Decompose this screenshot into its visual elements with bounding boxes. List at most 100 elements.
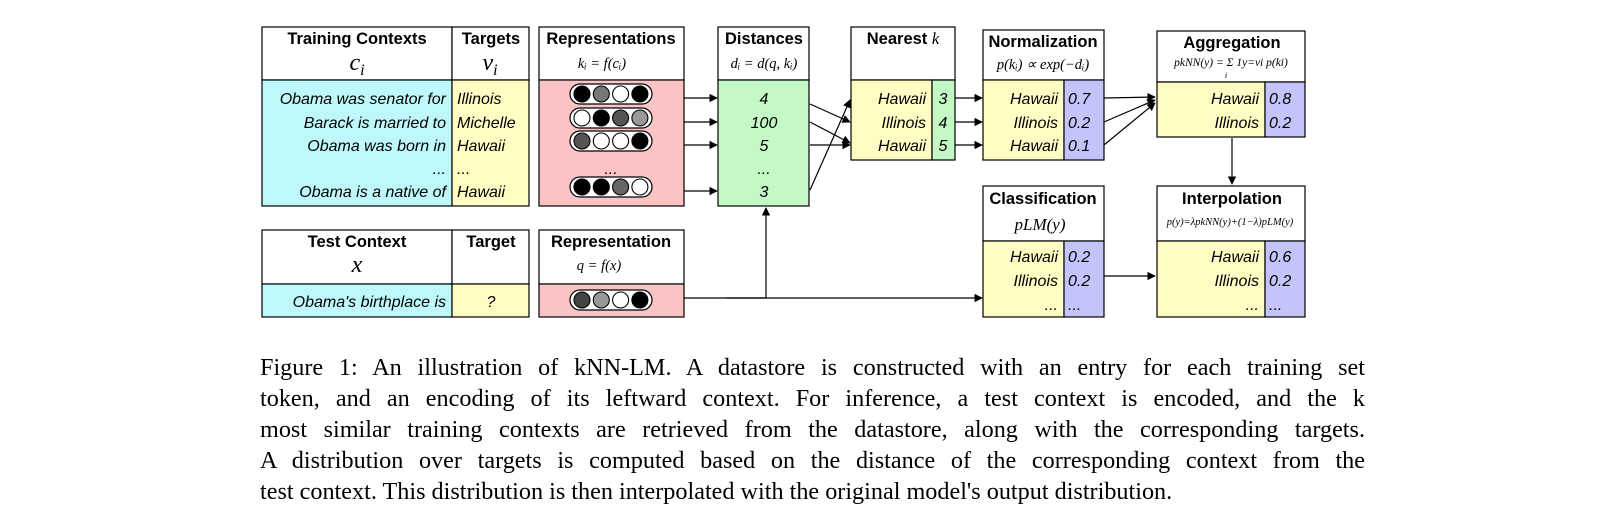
- vector-capsule: [569, 83, 653, 105]
- caption-line-2: token, and an encoding of its leftward c…: [260, 385, 1365, 412]
- vector-unit: [573, 85, 591, 103]
- test-target-header-cell: [451, 229, 530, 285]
- training-context-row: Obama was born in: [307, 138, 446, 155]
- arrow-dist-to-nearest-1: [809, 103, 851, 123]
- normalization-prob: 0.1: [1068, 138, 1090, 155]
- normalization-word: Illinois: [1014, 115, 1058, 132]
- interpolation-header-cell: [1156, 185, 1306, 242]
- classification-word: Hawaii: [1010, 249, 1058, 266]
- caption-line-1: Figure 1: An illustration of kNN-LM. A d…: [260, 354, 1365, 381]
- representations-formula: kᵢ = f(cᵢ): [578, 56, 626, 72]
- interpolation-word: Illinois: [1215, 273, 1259, 290]
- nearest-words-body: [850, 79, 933, 161]
- test-context-text: Obama's birthplace is: [293, 294, 446, 311]
- test-context-body: [261, 283, 453, 318]
- classification-prob: ...: [1068, 297, 1081, 314]
- representations-title: Representations: [546, 30, 675, 48]
- normalization-words-body: [982, 79, 1065, 161]
- normalization-title: Normalization: [988, 33, 1097, 51]
- distances-formula: dᵢ = d(q, kᵢ): [731, 56, 798, 72]
- vector-unit: [612, 178, 630, 196]
- normalization-probs-body: [1063, 79, 1105, 161]
- training-context-row: Obama was senator for: [280, 91, 447, 108]
- classification-prob: 0.2: [1068, 249, 1090, 266]
- training-representation-vector: [569, 176, 653, 198]
- targets-header-cell: [451, 26, 530, 81]
- training-representation-vector: [569, 107, 653, 129]
- test-context-header-cell: [261, 229, 453, 285]
- vector-capsule: [569, 107, 653, 129]
- vector-unit: [592, 291, 610, 309]
- caption-line-3: most similar training contexts are retri…: [260, 416, 1365, 443]
- distance-value: 100: [751, 115, 778, 132]
- classification-word: ...: [1045, 297, 1058, 314]
- nearest-dists-body: [931, 79, 956, 161]
- figure-caption: Figure 1: An illustration of kNN-LM. A d…: [260, 352, 1365, 507]
- arrows: [684, 92, 1237, 303]
- normalization-prob: 0.7: [1068, 91, 1091, 108]
- normalization-prob: 0.2: [1068, 115, 1090, 132]
- classification-word: Illinois: [1014, 273, 1058, 290]
- caption-line-4: A distribution over targets is computed …: [260, 447, 1365, 474]
- nearest-distance: 5: [939, 138, 948, 155]
- classification-probs-body: [1063, 240, 1105, 318]
- target-row: Illinois: [457, 91, 501, 108]
- training-context-row: Obama is a native of: [299, 184, 447, 201]
- aggregation-word: Illinois: [1215, 115, 1259, 132]
- aggregation-word: Hawaii: [1211, 91, 1259, 108]
- vector-capsule: [569, 176, 653, 198]
- classification-header-cell: [982, 185, 1105, 242]
- distances-body: [717, 79, 810, 207]
- vector-unit: [631, 85, 649, 103]
- training-context-row: Barack is married to: [304, 115, 446, 132]
- vector-unit: [592, 132, 610, 150]
- nearest-distance: 3: [939, 91, 948, 108]
- vector-unit: [573, 291, 591, 309]
- normalization-word: Hawaii: [1010, 138, 1058, 155]
- aggregation-words-body: [1156, 81, 1266, 138]
- vector-capsule: [569, 289, 653, 311]
- nearest-distance: 4: [939, 115, 948, 132]
- vector-unit: [631, 132, 649, 150]
- arrow-norm-to-agg-2: [1103, 99, 1156, 123]
- normalization-word: Hawaii: [1010, 91, 1058, 108]
- interpolation-prob: 0.6: [1269, 249, 1291, 266]
- classification-title: Classification: [989, 190, 1096, 208]
- interpolation-prob: 0.2: [1269, 273, 1291, 290]
- interpolation-probs-body: [1264, 240, 1306, 318]
- arrow-norm-to-agg-1: [1103, 92, 1156, 102]
- query-representation-vector: [569, 289, 653, 311]
- training-contexts-header-cell: [261, 26, 453, 81]
- distance-value: 4: [760, 91, 769, 108]
- vector-unit: [612, 291, 630, 309]
- target-row: Hawaii: [457, 184, 505, 201]
- aggregation-prob: 0.2: [1269, 115, 1291, 132]
- nearest-word: Hawaii: [878, 138, 926, 155]
- interpolation-prob: ...: [1269, 297, 1282, 314]
- nearest-word: Hawaii: [878, 91, 926, 108]
- normalization-formula: p(kᵢ) ∝ exp(−dᵢ): [996, 57, 1090, 73]
- vector-unit: [592, 109, 610, 127]
- target-row: ...: [457, 161, 470, 178]
- nearest-title: Nearest k: [867, 29, 940, 48]
- interpolation-word: ...: [1246, 297, 1259, 314]
- query-representation-title: Representation: [551, 233, 671, 251]
- target-row: Michelle: [457, 115, 516, 132]
- targets-title: Targets: [462, 30, 520, 48]
- vector-capsule: [569, 130, 653, 152]
- arrow-norm-to-agg-3: [1103, 102, 1156, 146]
- classification-formula: pLM(y): [1014, 215, 1066, 234]
- arrow-query-to-dist: [726, 207, 771, 299]
- test-context-title: Test Context: [308, 233, 407, 251]
- distances-title: Distances: [725, 30, 803, 48]
- vector-unit: [631, 291, 649, 309]
- test-target-title: Target: [466, 233, 516, 251]
- vector-unit: [592, 85, 610, 103]
- test-target-text: ?: [487, 294, 496, 311]
- test-target-body: [451, 283, 530, 318]
- aggregation-formula: pkNN(y) = Σ 1y=vi p(ki): [1173, 57, 1288, 69]
- interpolation-title: Interpolation: [1182, 190, 1282, 208]
- test-context-symbol: x: [351, 252, 363, 278]
- aggregation-formula-subscript: i: [1225, 71, 1227, 80]
